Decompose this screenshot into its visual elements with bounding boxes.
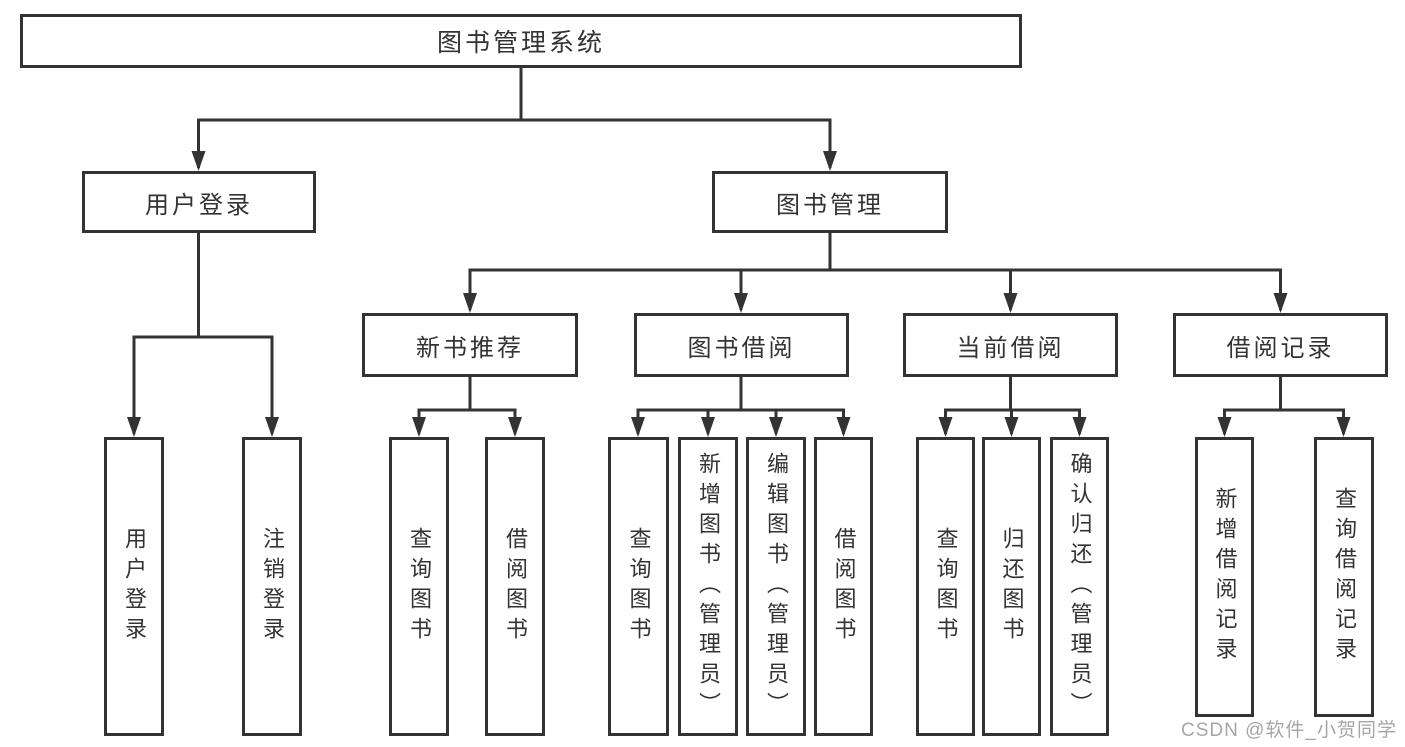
leaf-confirm-return-admin: 确认归还（管理员）	[1050, 437, 1109, 736]
node-label: 图书借阅	[687, 334, 796, 362]
leaf-label: 借阅图书	[503, 526, 528, 647]
leaf-label: 查询图书	[626, 526, 652, 647]
leaf-query-book-current: 查询图书	[916, 437, 975, 736]
node-borrow-record: 借阅记录	[1173, 313, 1388, 377]
node-user-login: 用户登录	[82, 171, 316, 233]
leaf-user-login: 用户登录	[104, 437, 164, 736]
node-new-book-recommend: 新书推荐	[362, 313, 578, 377]
leaf-add-book-admin: 新增图书（管理员）	[678, 437, 738, 736]
leaf-add-borrow-record: 新增借阅记录	[1195, 437, 1254, 717]
leaf-label: 查询借阅记录	[1332, 487, 1357, 667]
node-book-management: 图书管理	[712, 171, 948, 233]
leaf-query-book-borrow: 查询图书	[608, 437, 669, 736]
leaf-label: 新增图书（管理员）	[696, 451, 721, 722]
node-current-borrow: 当前借阅	[903, 313, 1118, 377]
leaf-borrow-book-recommend: 借阅图书	[485, 437, 545, 736]
csdn-watermark: CSDN @软件_小贺同学	[1181, 720, 1397, 741]
leaf-borrow-book: 借阅图书	[814, 437, 873, 736]
node-label: 图书管理系统	[436, 29, 605, 57]
leaf-label: 查询图书	[407, 526, 432, 647]
leaf-logout: 注销登录	[242, 437, 302, 736]
leaf-query-book-recommend: 查询图书	[389, 437, 449, 736]
leaf-label: 注销登录	[260, 526, 285, 647]
leaf-label: 编辑图书（管理员）	[764, 451, 789, 722]
leaf-edit-book-admin: 编辑图书（管理员）	[746, 437, 806, 736]
node-book-borrow: 图书借阅	[634, 313, 849, 377]
leaf-label: 归还图书	[999, 526, 1025, 647]
node-label: 借阅记录	[1226, 334, 1335, 362]
node-label: 新书推荐	[416, 334, 524, 362]
node-label: 当前借阅	[956, 334, 1065, 362]
leaf-label: 确认归还（管理员）	[1067, 451, 1093, 722]
leaf-query-borrow-record: 查询借阅记录	[1314, 437, 1374, 717]
leaf-label: 查询图书	[933, 526, 959, 647]
leaf-label: 用户登录	[122, 526, 147, 647]
leaf-label: 借阅图书	[831, 526, 857, 647]
leaf-return-book: 归还图书	[982, 437, 1041, 736]
leaf-label: 新增借阅记录	[1212, 487, 1238, 667]
node-label: 用户登录	[145, 191, 253, 219]
node-root: 图书管理系统	[20, 14, 1022, 68]
node-label: 图书管理	[776, 191, 884, 219]
